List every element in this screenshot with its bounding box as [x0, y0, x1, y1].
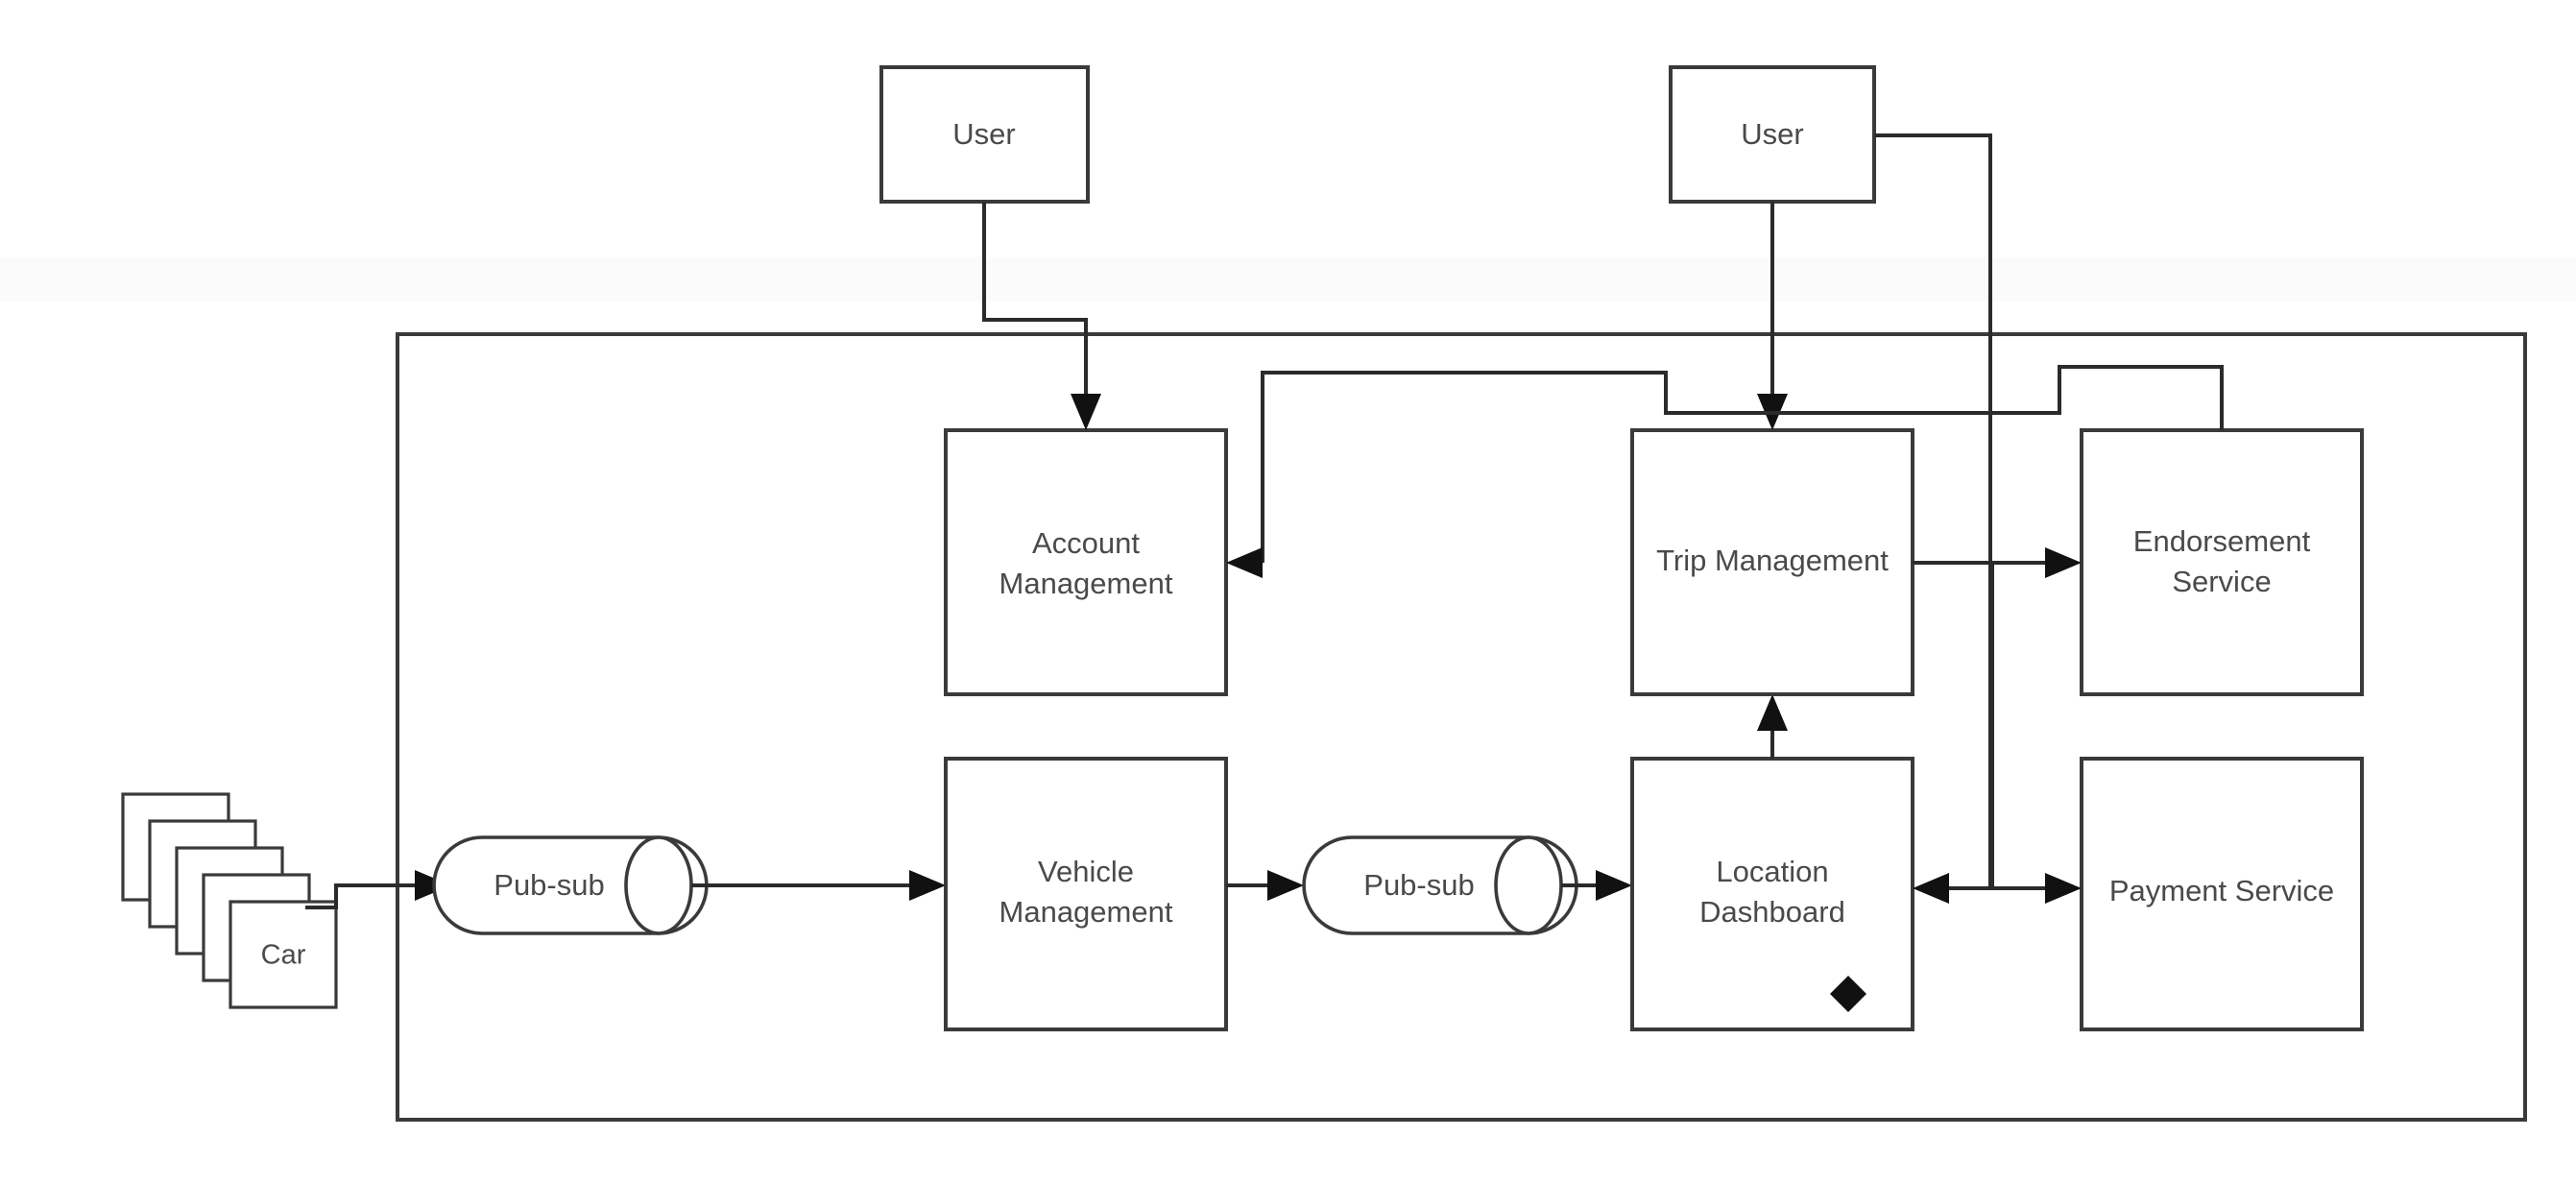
endorsement-service[interactable]: Endorsement Service	[2080, 428, 2364, 696]
edge-user-right-to-trip	[1757, 202, 1788, 430]
edge-user-left-to-account	[982, 202, 1101, 430]
car-stack-layer-5	[229, 900, 338, 1009]
arrow-head-trip-to-endorsement	[2045, 547, 2082, 578]
payment-service-label-line1: Payment Service	[2109, 874, 2334, 907]
vehicle-management[interactable]: Vehicle Management	[944, 757, 1228, 1031]
trip-management[interactable]: Trip Management	[1630, 428, 1914, 696]
payment-service[interactable]: Payment Service	[2080, 757, 2364, 1031]
edge-pubsub-to-vehicle	[691, 870, 946, 901]
arrow-head-user-left-to-account	[1071, 394, 1101, 430]
endorsement-service-label-line1: Endorsement	[2133, 524, 2311, 558]
location-dashboard-label-line2: Dashboard	[1699, 895, 1845, 929]
vehicle-management-label-line1: Vehicle	[1038, 855, 1134, 888]
edge-pubsub-location-to-dashboard	[1561, 870, 1632, 901]
pubsub-location: Pub-sub	[1302, 835, 1578, 935]
account-management[interactable]: Account Management	[944, 428, 1228, 696]
edge-vehicle-to-pubsub-location	[1226, 870, 1304, 901]
arrow-head-pubsub-to-vehicle	[909, 870, 946, 901]
arrow-head-dashboard-to-trip	[1757, 694, 1788, 731]
arrow-head-vehicle-to-pubsub	[1267, 870, 1304, 901]
location-dashboard-label-line1: Location	[1716, 855, 1828, 888]
pubsub-location-label: Pub-sub	[1363, 868, 1474, 902]
edge-trip-to-payment	[1990, 563, 2082, 904]
pubsub-ingest: Pub-sub	[432, 835, 709, 935]
system-boundary	[396, 332, 2527, 1122]
car-stack-label: Car	[261, 940, 306, 971]
user-left-label: User	[952, 117, 1015, 151]
user-right[interactable]: User	[1669, 65, 1876, 204]
arrow-head-endorsement-to-account	[1226, 547, 1263, 578]
pubsub-ingest-label: Pub-sub	[494, 868, 604, 902]
trip-management-label-line1: Trip Management	[1656, 544, 1889, 577]
edge-trip-to-endorsement	[1913, 547, 2082, 578]
arrow-head-pubsub-to-dashboard	[1596, 870, 1632, 901]
user-right-label: User	[1741, 117, 1803, 151]
endorsement-service-label-line2: Service	[2172, 565, 2271, 598]
vehicle-management-label-line2: Management	[999, 895, 1173, 929]
edge-user-right-to-dashboard	[1874, 133, 1992, 904]
background-band	[0, 257, 2576, 302]
edge-endorsement-to-account	[1226, 365, 2224, 578]
edge-dashboard-to-trip	[1757, 694, 1788, 759]
arrow-head-trip-to-payment	[2045, 873, 2082, 904]
car-stack: Car	[121, 792, 338, 1009]
location-dashboard[interactable]: Location Dashboard	[1630, 757, 1914, 1031]
location-dashboard-diamond-icon	[1830, 976, 1866, 1012]
account-management-label-line1: Account	[1032, 526, 1140, 560]
user-left[interactable]: User	[879, 65, 1090, 204]
arrow-head-user-right-to-dashboard	[1913, 873, 1949, 904]
account-management-label-line2: Management	[999, 567, 1173, 600]
